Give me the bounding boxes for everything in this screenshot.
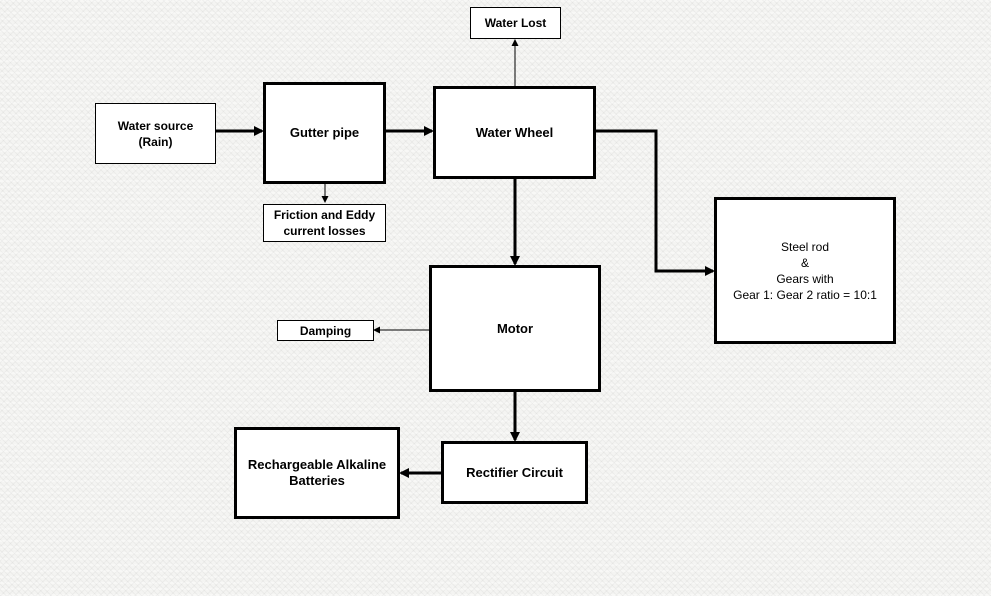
node-damping-label: Damping [299, 323, 352, 338]
node-water-lost-label: Water Lost [484, 16, 547, 30]
node-damping: Damping [277, 320, 374, 341]
node-motor: Motor [429, 265, 601, 392]
node-water-wheel-label: Water Wheel [475, 124, 554, 140]
node-steel-rod-gears-label: Steel rod & Gears with Gear 1: Gear 2 ra… [733, 239, 877, 302]
node-water-source: Water source (Rain) [95, 103, 216, 164]
node-batteries: Rechargeable Alkaline Batteries [234, 427, 400, 519]
node-motor-label: Motor [496, 320, 534, 336]
node-gutter-pipe: Gutter pipe [263, 82, 386, 184]
node-water-lost: Water Lost [470, 7, 561, 39]
node-steel-rod-gears: Steel rod & Gears with Gear 1: Gear 2 ra… [714, 197, 896, 344]
node-batteries-label: Rechargeable Alkaline Batteries [247, 457, 387, 488]
node-water-source-label: Water source (Rain) [117, 118, 194, 149]
node-rectifier-circuit: Rectifier Circuit [441, 441, 588, 504]
node-friction-losses-label: Friction and Eddy current losses [273, 208, 376, 238]
node-water-wheel: Water Wheel [433, 86, 596, 179]
node-friction-losses: Friction and Eddy current losses [263, 204, 386, 242]
node-gutter-pipe-label: Gutter pipe [289, 125, 360, 140]
node-rectifier-circuit-label: Rectifier Circuit [466, 464, 563, 480]
arrow-wheel-to-steel-rod [596, 129, 715, 276]
